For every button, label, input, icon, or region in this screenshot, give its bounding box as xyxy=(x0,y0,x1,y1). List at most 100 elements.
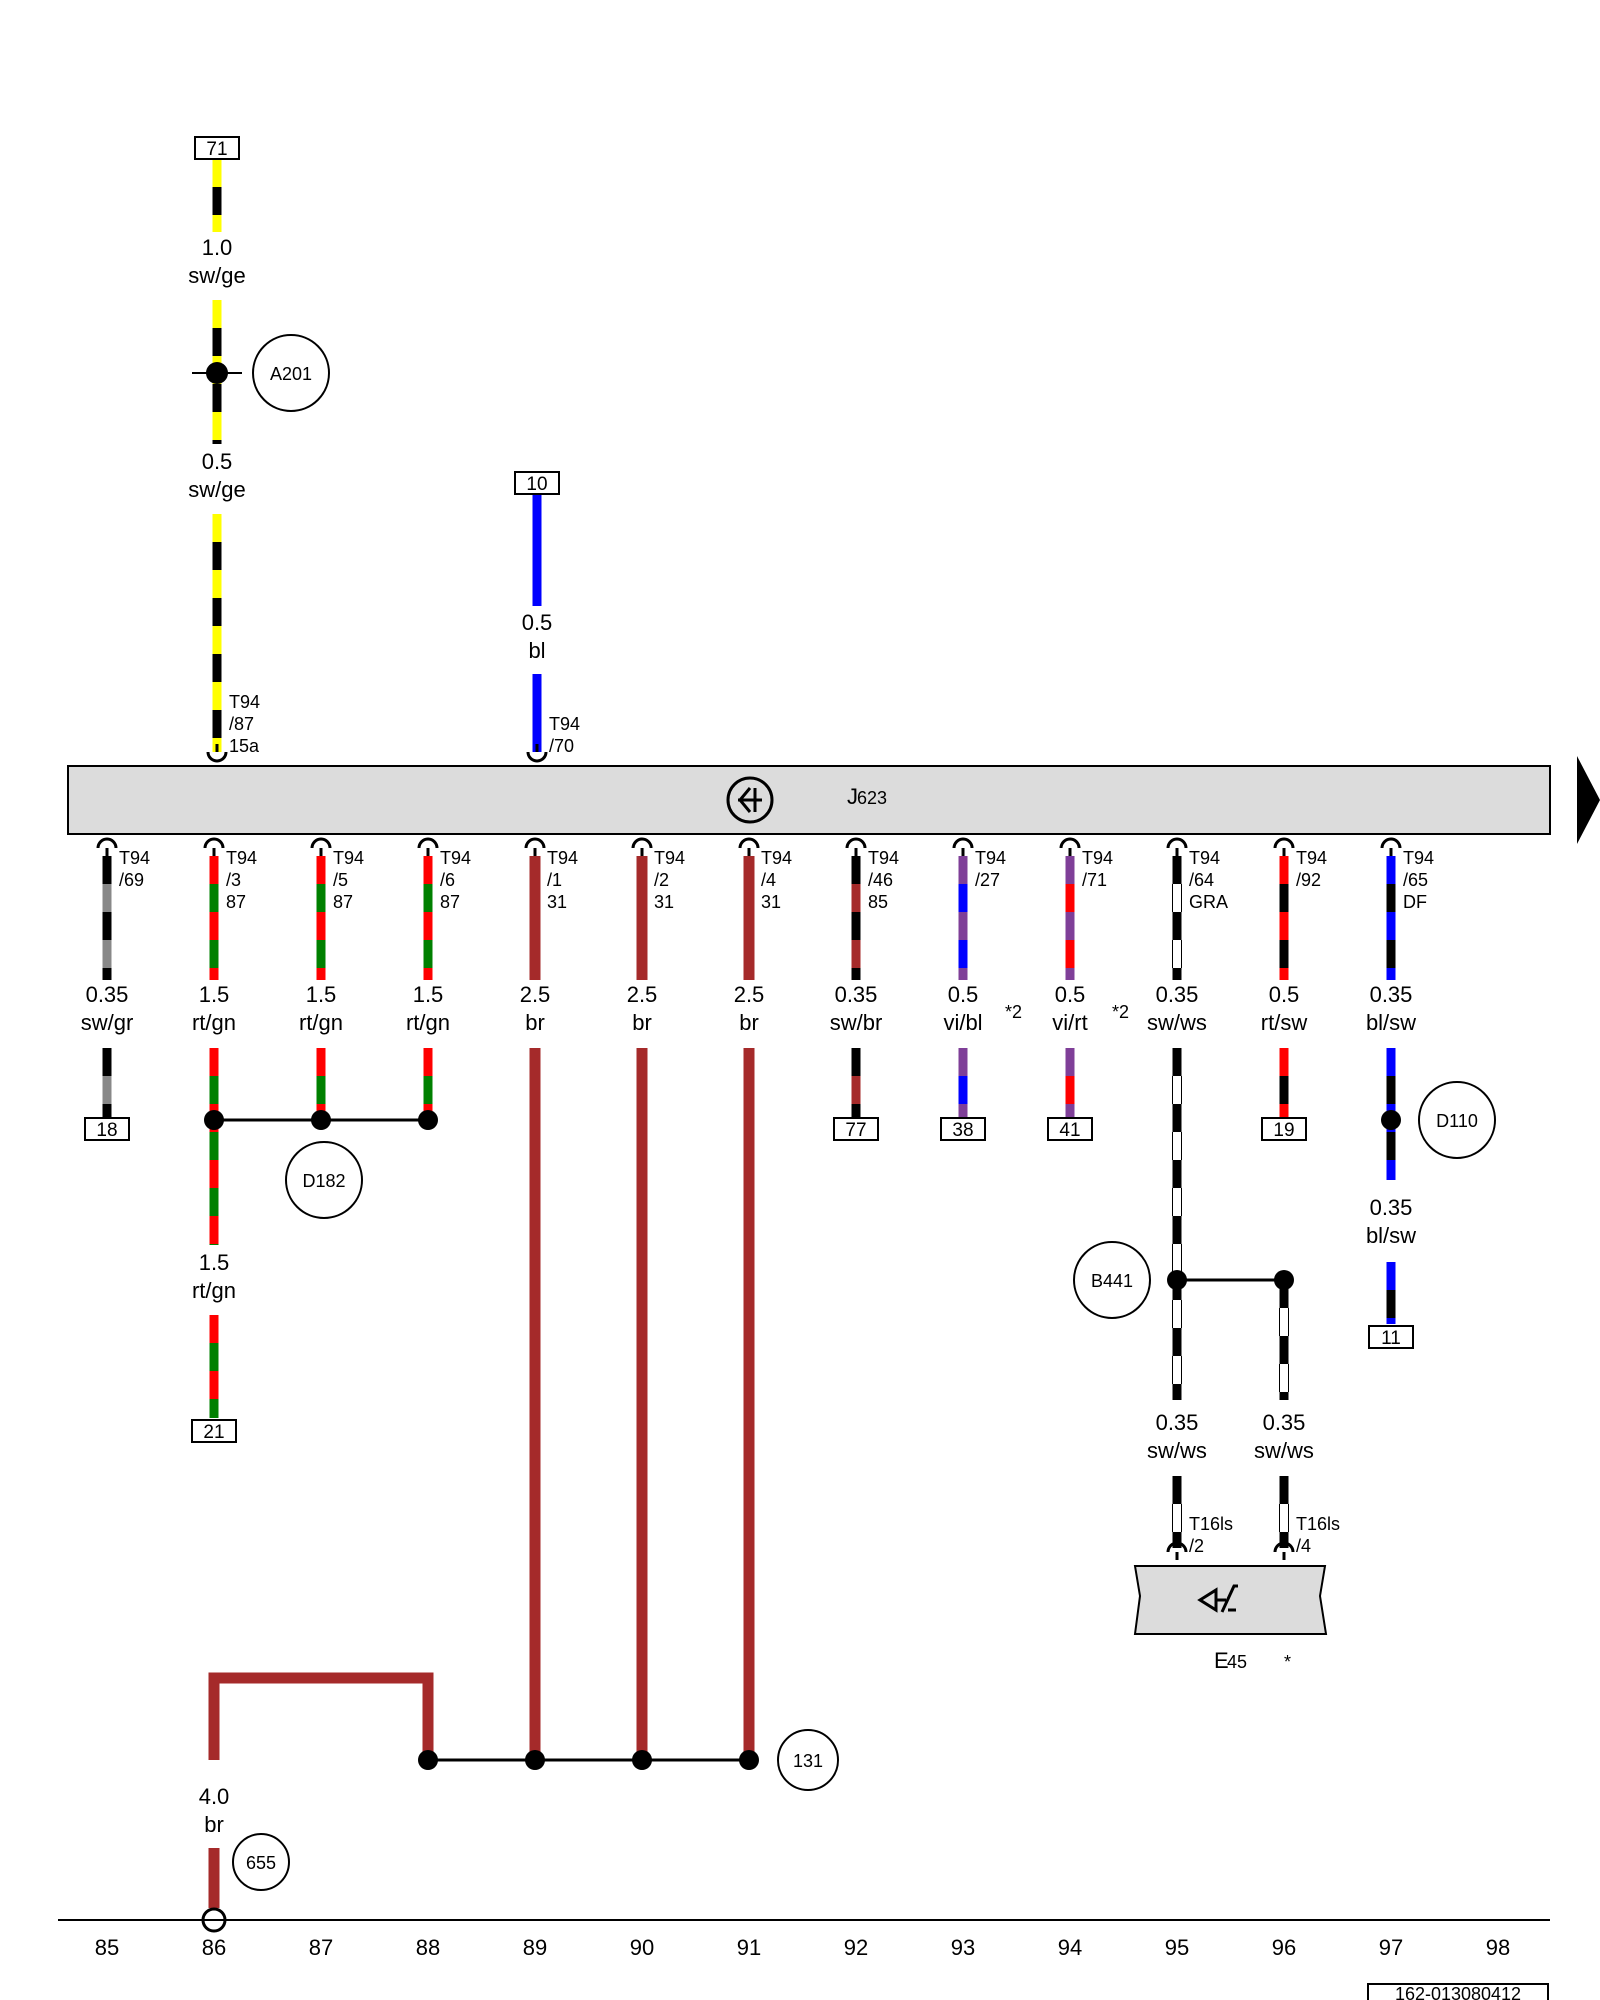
pin-label: T94 xyxy=(440,848,471,868)
splice-label: 655 xyxy=(246,1853,276,1873)
sensor-star: * xyxy=(1284,1652,1291,1672)
pin-label: /6 xyxy=(440,870,455,890)
pin-connector-icon xyxy=(1166,1541,1188,1553)
column-number: 86 xyxy=(202,1935,226,1960)
wire-swws-bottom-0 xyxy=(1172,1476,1182,1548)
wire-color-label: bl xyxy=(528,638,545,663)
splice-circle-D110 xyxy=(1418,1081,1496,1159)
pin-connector-icon xyxy=(952,837,974,849)
junction-dot xyxy=(525,1750,545,1770)
splice-circle-655 xyxy=(232,1833,290,1891)
pin-label: /71 xyxy=(1082,870,1107,890)
splice-circle-A201 xyxy=(252,334,330,412)
doc-code: 162-013080412 xyxy=(1395,1984,1521,2000)
switch-symbol-icon xyxy=(1197,1584,1238,1613)
terminal-box-38 xyxy=(940,1117,986,1141)
pin-label: T94 xyxy=(229,692,260,712)
sensor-subscript: 45 xyxy=(1227,1652,1247,1672)
column-number: 98 xyxy=(1486,1935,1510,1960)
pin-label: /4 xyxy=(761,870,776,890)
terminal-label: 21 xyxy=(203,1422,224,1443)
terminal-label: 77 xyxy=(845,1120,866,1141)
column-number: 90 xyxy=(630,1935,654,1960)
wire-size-label: 0.5 xyxy=(1269,982,1300,1007)
sensor-name: E xyxy=(1214,1648,1229,1673)
column-number: 97 xyxy=(1379,1935,1403,1960)
pin-label: /87 xyxy=(229,714,254,734)
terminal-label: 18 xyxy=(96,1120,117,1141)
junction-dot xyxy=(739,1750,759,1770)
wire-br-loop xyxy=(208,1672,434,1760)
wire-size-label: 0.35 xyxy=(1370,982,1413,1007)
wire-96-branch xyxy=(1279,1280,1289,1400)
wire-size-label: 1.5 xyxy=(199,982,230,1007)
pin-label: T94 xyxy=(333,848,364,868)
wire-size-label: 0.35 xyxy=(835,982,878,1007)
pin-label: T94 xyxy=(547,848,578,868)
pin-label: T94 xyxy=(975,848,1006,868)
splice-label: D182 xyxy=(302,1171,345,1191)
pin-connector-icon xyxy=(206,751,228,763)
terminal-box-10 xyxy=(514,471,560,495)
column-number: 96 xyxy=(1272,1935,1296,1960)
pin-label: /92 xyxy=(1296,870,1321,890)
pin-label: T16ls xyxy=(1189,1514,1233,1534)
pin-label: DF xyxy=(1403,892,1427,912)
wire-color-label: rt/gn xyxy=(192,1278,236,1303)
pin-label: T94 xyxy=(1082,848,1113,868)
pin-connector-icon xyxy=(1166,837,1188,849)
junction-dot xyxy=(204,1110,224,1130)
junction-dot xyxy=(632,1750,652,1770)
splice-circle-131 xyxy=(777,1729,839,1791)
wire-size-label: 0.35 xyxy=(86,982,129,1007)
pin-connector-icon xyxy=(1273,837,1295,849)
junction-dot xyxy=(1381,1110,1401,1130)
wire-color-label: sw/ws xyxy=(1254,1438,1314,1463)
splice-label: D110 xyxy=(1436,1111,1478,1131)
relay-symbol-icon xyxy=(726,776,774,824)
wire-size-label: 0.5 xyxy=(202,449,233,474)
pin-label: /69 xyxy=(119,870,144,890)
pin-connector-icon xyxy=(845,837,867,849)
wire-95-lower xyxy=(1172,1048,1182,1400)
pin-label: /3 xyxy=(226,870,241,890)
wire-color-label: rt/gn xyxy=(299,1010,343,1035)
nodes-layer xyxy=(58,136,1600,2000)
wire-size-label: 1.5 xyxy=(306,982,337,1007)
wire-color-label: rt/sw xyxy=(1261,1010,1308,1035)
wire-color-label: sw/gr xyxy=(81,1010,134,1035)
column-number: 89 xyxy=(523,1935,547,1960)
pin-label: T94 xyxy=(119,848,150,868)
wire-color-label: br xyxy=(525,1010,545,1035)
splice-label: B441 xyxy=(1091,1271,1133,1291)
pin-connector-icon xyxy=(1059,837,1081,849)
wire-size-label: 2.5 xyxy=(734,982,765,1007)
pin-label: /27 xyxy=(975,870,1000,890)
pin-label: T94 xyxy=(1189,848,1220,868)
pin-connector-icon xyxy=(310,837,332,849)
terminal-box-71 xyxy=(194,136,240,160)
wire-size-label: 0.5 xyxy=(1055,982,1086,1007)
wire-size-label: 0.5 xyxy=(948,982,979,1007)
terminal-box-21 xyxy=(191,1419,237,1443)
wire-color-label: sw/ws xyxy=(1147,1010,1207,1035)
column-number: 87 xyxy=(309,1935,333,1960)
junction-dot xyxy=(206,362,228,384)
column-number: 91 xyxy=(737,1935,761,1960)
pin-label: T94 xyxy=(868,848,899,868)
wire-swws-bottom-1 xyxy=(1279,1476,1289,1548)
splice-label: A201 xyxy=(270,364,312,384)
terminal-label: 19 xyxy=(1273,1120,1294,1141)
splice-circle-B441 xyxy=(1073,1241,1151,1319)
terminal-label: 38 xyxy=(952,1120,973,1141)
terminal-label: 11 xyxy=(1381,1328,1401,1349)
wire-size-label: 0.5 xyxy=(522,610,553,635)
column-number: 95 xyxy=(1165,1935,1189,1960)
module-subscript: 623 xyxy=(857,788,887,808)
junction-dot xyxy=(1167,1270,1187,1290)
pin-connector-icon xyxy=(1380,837,1402,849)
wire-size-label: 1.5 xyxy=(199,1250,230,1275)
wire-note: *2 xyxy=(1005,1002,1022,1022)
